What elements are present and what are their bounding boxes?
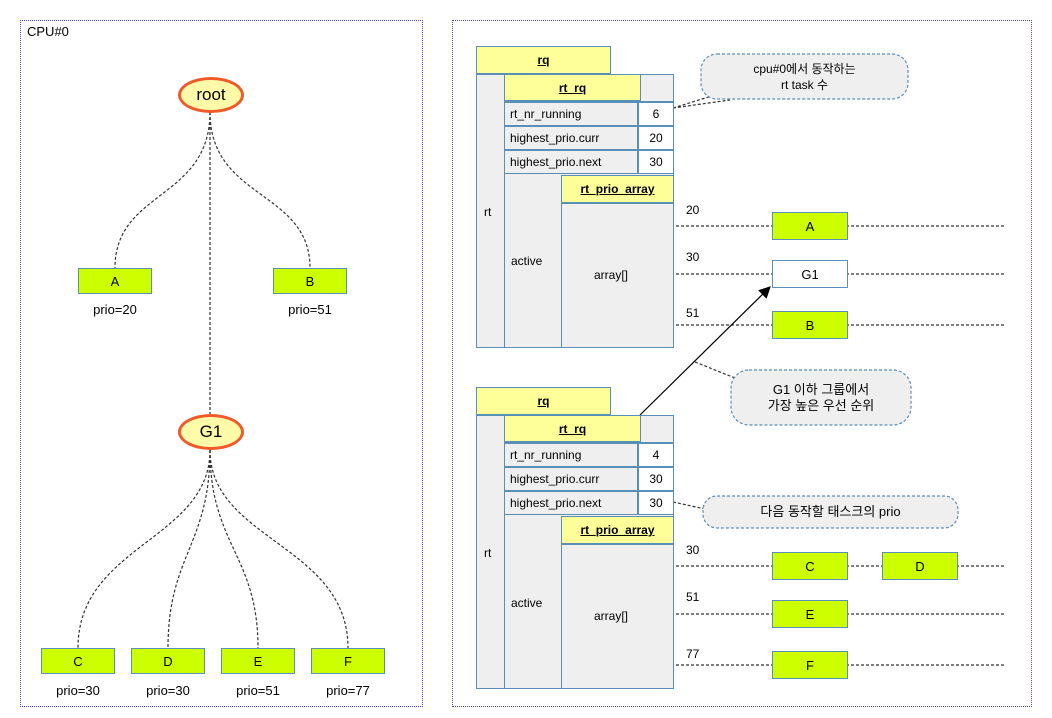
top-row-prio-next-name: highest_prio.next	[504, 150, 638, 174]
bottom-prio-label-30: 30	[686, 543, 700, 557]
callout1-bubble	[700, 53, 909, 100]
bottom-prio-label-77: 77	[686, 647, 700, 661]
task-prio-c: prio=30	[56, 683, 100, 698]
task-prio-b: prio=51	[288, 302, 332, 317]
callout2-line2: 가장 높은 우선 순위	[767, 397, 875, 413]
task-node-c: C	[41, 648, 115, 674]
top-prio-array-body	[561, 203, 674, 348]
task-node-f: F	[311, 648, 385, 674]
top-row-prio-curr-name: highest_prio.curr	[504, 126, 638, 150]
callout1-pointer	[672, 94, 731, 109]
task-prio-a: prio=20	[93, 302, 137, 317]
queue-task-g1: G1	[772, 260, 848, 288]
top-prio-label-51: 51	[686, 306, 700, 320]
bottom-rt-rq-header: rt_rq	[504, 415, 641, 442]
queue-task-b: B	[772, 311, 848, 339]
edge-root-b	[209, 111, 311, 269]
bottom-array-label: array[]	[594, 609, 629, 623]
bottom-row-prio-next-name: highest_prio.next	[504, 491, 638, 515]
task-prio-d: prio=30	[146, 683, 190, 698]
bottom-prio-array-body	[561, 544, 674, 689]
task-prio-f: prio=77	[326, 683, 370, 698]
callout2-bubble	[730, 369, 912, 426]
task-node-d: D	[131, 648, 205, 674]
bottom-row-prio-next-value: 30	[638, 491, 674, 515]
edge-g1-c	[77, 449, 211, 649]
top-row-nr-running-value: 6	[638, 102, 674, 126]
top-active-label: active	[511, 254, 543, 268]
cpu-group-panel	[20, 20, 423, 707]
bottom-row-prio-curr-value: 30	[638, 467, 674, 491]
top-prio-label-20: 20	[686, 203, 700, 217]
top-prio-label-30: 30	[686, 250, 700, 264]
top-rt-label: rt	[484, 205, 492, 219]
queue-task-e: E	[772, 600, 848, 628]
top-row-prio-curr-value: 20	[638, 126, 674, 150]
callout2-text: G1 이하 그룹에서 가장 높은 우선 순위	[731, 370, 911, 425]
cpu-title: CPU#0	[27, 24, 69, 39]
top-array-label: array[]	[594, 268, 629, 282]
bottom-row-prio-curr-name: highest_prio.curr	[504, 467, 638, 491]
callout1-text: cpu#0에서 동작하는 rt task 수	[701, 54, 908, 99]
queue-task-d: D	[882, 552, 958, 580]
callout1-line1: cpu#0에서 동작하는	[753, 61, 856, 76]
queue-task-c: C	[772, 552, 848, 580]
bottom-rq-header: rq	[476, 387, 611, 415]
bottom-prio-label-51: 51	[686, 590, 700, 604]
bottom-active-label: active	[511, 596, 543, 610]
queue-task-a: A	[772, 212, 848, 240]
bottom-prio-array-header: rt_prio_array	[561, 516, 674, 544]
edge-g1-e	[209, 449, 259, 649]
top-prio-array-header: rt_prio_array	[561, 175, 674, 203]
task-node-e: E	[221, 648, 295, 674]
root-node: root	[178, 77, 244, 113]
runqueue-panel	[452, 20, 1032, 707]
queue-task-f: F	[772, 651, 848, 679]
top-rt-rq-header: rt_rq	[504, 74, 641, 101]
callout2-pointer	[694, 361, 741, 381]
task-node-a: A	[78, 268, 152, 294]
bottom-row-nr-running-name: rt_nr_running	[504, 443, 638, 467]
top-rq-header: rq	[476, 46, 611, 74]
edge-g1-f	[209, 449, 349, 649]
callout3-text: 다음 동작할 태스크의 prio	[760, 504, 901, 519]
bottom-rt-label: rt	[484, 546, 492, 560]
top-row-nr-running-name: rt_nr_running	[504, 102, 638, 126]
g1-link-arrow	[639, 286, 771, 416]
task-prio-e: prio=51	[236, 683, 280, 698]
edge-g1-d	[167, 449, 211, 649]
task-node-b: B	[273, 268, 347, 294]
callout2-line1: G1 이하 그룹에서	[772, 381, 870, 397]
bottom-row-nr-running-value: 4	[638, 443, 674, 467]
callout1-line2: rt task 수	[780, 77, 829, 92]
g1-node: G1	[178, 414, 244, 450]
callout3-bubble	[702, 495, 959, 529]
top-row-prio-next-value: 30	[638, 150, 674, 174]
